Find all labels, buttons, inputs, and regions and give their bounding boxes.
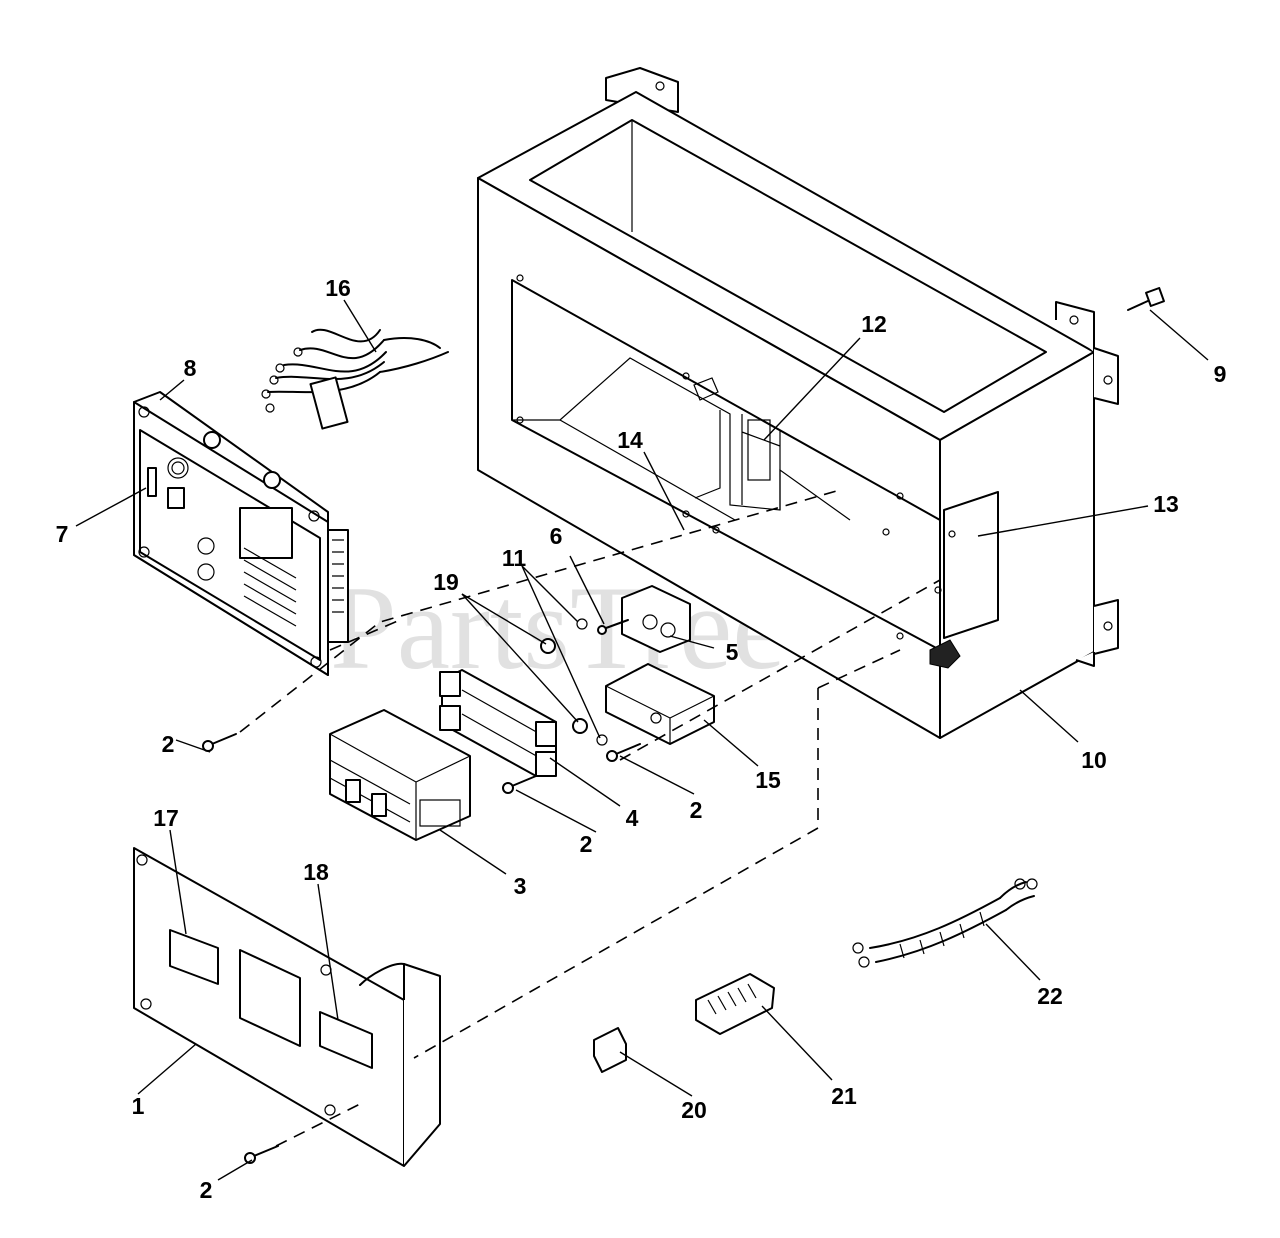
callout-2: 2	[162, 731, 175, 757]
callout-21: 21	[831, 1083, 857, 1109]
callout-10: 10	[1081, 747, 1107, 773]
part-terminal-block[interactable]	[621, 585, 691, 653]
callout-2: 2	[200, 1177, 213, 1203]
callout-2: 2	[580, 831, 593, 857]
callout-19: 19	[433, 569, 459, 595]
bolt-icon	[1127, 287, 1165, 311]
callout-22: 22	[1037, 983, 1063, 1009]
callout-9: 9	[1214, 361, 1227, 387]
callout-labels: 1 2 2 2 2 3 4 5 6 7 8 9 10 11 12 13 14 1…	[56, 275, 1227, 1203]
callout-16: 16	[325, 275, 351, 301]
callout-14: 14	[617, 427, 643, 453]
part-breaker-bracket[interactable]	[439, 669, 557, 777]
callout-1: 1	[132, 1093, 145, 1119]
part-housing-box[interactable]	[477, 67, 1119, 739]
callout-13: 13	[1153, 491, 1179, 517]
part-braided-cable[interactable]	[852, 878, 1038, 968]
callout-8: 8	[184, 355, 197, 381]
part-cover-plate[interactable]	[133, 847, 441, 1167]
callout-7: 7	[56, 521, 69, 547]
part-terminal-strip[interactable]	[695, 973, 775, 1035]
part-small-connector[interactable]	[593, 1027, 627, 1073]
callout-4: 4	[626, 805, 639, 831]
assembly-lines	[239, 489, 941, 1147]
lock-washer-icon	[576, 618, 608, 746]
leader-lines	[75, 299, 1209, 1181]
part-terminal-cover[interactable]	[605, 663, 715, 745]
callout-3: 3	[514, 873, 527, 899]
callout-5: 5	[726, 639, 739, 665]
callout-18: 18	[303, 859, 329, 885]
part-wire-harness[interactable]	[261, 328, 449, 430]
callout-17: 17	[153, 805, 179, 831]
nut-icon	[540, 638, 588, 734]
part-control-panel[interactable]	[133, 391, 349, 676]
callout-11: 11	[502, 545, 527, 571]
callout-20: 20	[681, 1097, 707, 1123]
part-circuit-breaker[interactable]	[329, 709, 471, 841]
callout-15: 15	[755, 767, 781, 793]
callout-2: 2	[690, 797, 703, 823]
callout-12: 12	[861, 311, 887, 337]
callout-6: 6	[550, 523, 563, 549]
